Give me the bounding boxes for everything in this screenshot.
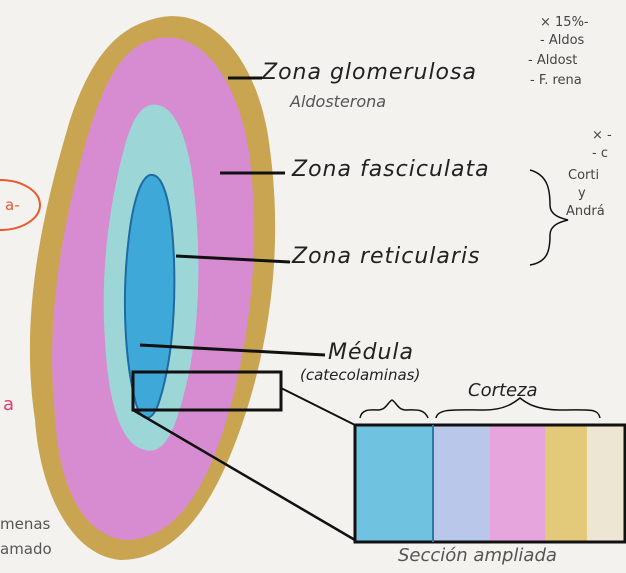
note-9: Andrá — [566, 204, 605, 219]
medula-brace — [360, 400, 428, 418]
label-catecolaminas: (catecolaminas) — [300, 366, 420, 384]
left-fragment-d: amado — [0, 540, 52, 558]
note-6: - c — [592, 146, 608, 161]
label-corteza: Corteza — [468, 380, 538, 401]
note-3: - Aldost — [528, 53, 577, 68]
left-fragment-a: a- — [5, 196, 20, 214]
label-reticularis: Zona reticularis — [292, 244, 481, 269]
note-1: × 15%- — [540, 15, 589, 30]
left-fragment-b: a — [3, 394, 14, 415]
note-5: × - — [592, 128, 612, 143]
note-7: Corti — [568, 168, 599, 183]
label-seccion: Sección ampliada — [398, 545, 557, 566]
corteza-brace — [436, 398, 600, 418]
label-fasciculata: Zona fasciculata — [292, 157, 490, 182]
label-glomerulosa: Zona glomerulosa — [262, 60, 477, 85]
left-fragment-c: menas — [0, 515, 50, 533]
label-medula: Médula — [328, 340, 414, 365]
note-4: - F. rena — [530, 73, 582, 88]
right-brace — [530, 170, 568, 265]
note-2: - Aldos — [540, 33, 584, 48]
note-8: y — [578, 186, 586, 201]
enlarged-section — [355, 425, 625, 542]
label-aldosterona: Aldosterona — [290, 92, 386, 111]
